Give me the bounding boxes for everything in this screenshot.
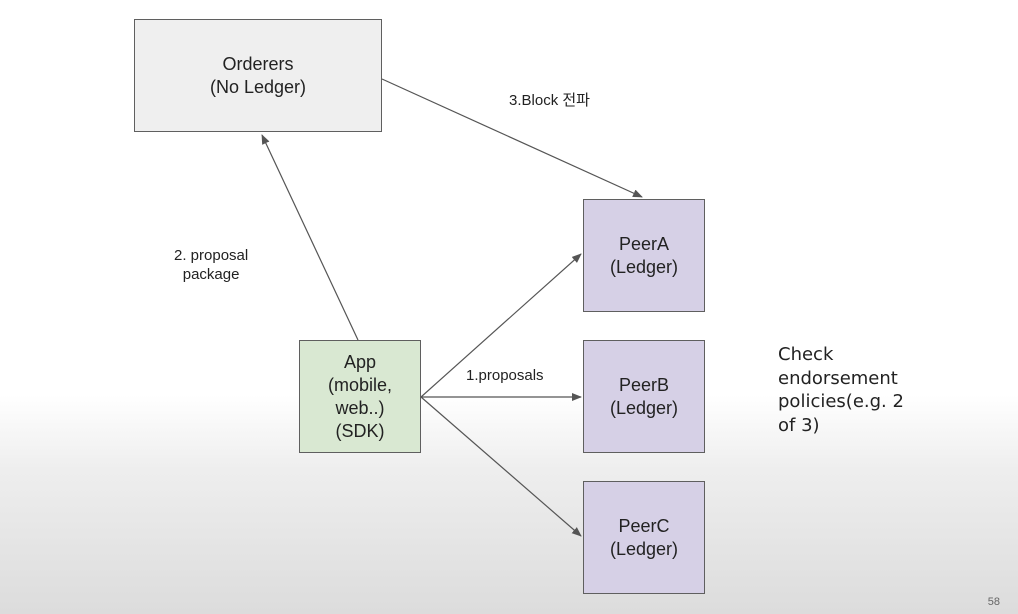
peer-a-node: PeerA (Ledger) [583, 199, 705, 312]
proposal-package-line: 2. proposal [174, 247, 249, 264]
peer-b-title: PeerB [618, 374, 670, 395]
note-line: of 3) [778, 414, 820, 436]
peer-c-node: PeerC (Ledger) [583, 481, 705, 594]
proposal-package-line: package [182, 266, 240, 283]
peer-c-title: PeerC [618, 515, 670, 536]
orderers-node: Orderers (No Ledger) [134, 19, 382, 132]
peer-c-subtitle: (Ledger) [609, 538, 679, 559]
block-propagation-label: 3.Block 전파 [509, 92, 590, 109]
edge-app-to-peer-c [420, 396, 582, 537]
orderers-title: Orderers [222, 53, 294, 74]
app-line: App [343, 351, 377, 372]
edge-block-to-peer-a [381, 78, 643, 198]
proposal-package-label: 2. proposal package [174, 246, 248, 284]
app-node: App (mobile, web..) (SDK) [299, 340, 421, 453]
note-line: endorsement [778, 367, 898, 389]
peer-a-title: PeerA [618, 233, 670, 254]
peer-b-subtitle: (Ledger) [609, 397, 679, 418]
orderers-subtitle: (No Ledger) [209, 76, 307, 97]
peer-a-subtitle: (Ledger) [609, 256, 679, 277]
note-line: policies(e.g. 2 [778, 391, 904, 412]
endorsement-note: Check endorsement policies(e.g. 2 of 3) [778, 343, 928, 437]
edge-app-to-orderers [261, 134, 359, 341]
note-line: Check [778, 344, 834, 365]
peer-b-node: PeerB (Ledger) [583, 340, 705, 453]
proposals-label: 1.proposals [466, 367, 544, 384]
page-number: 58 [987, 596, 1000, 608]
app-line: (SDK) [335, 420, 385, 441]
app-line: (mobile, [327, 374, 393, 395]
app-line: web..) [335, 397, 385, 418]
edge-app-to-peer-a [420, 253, 582, 398]
